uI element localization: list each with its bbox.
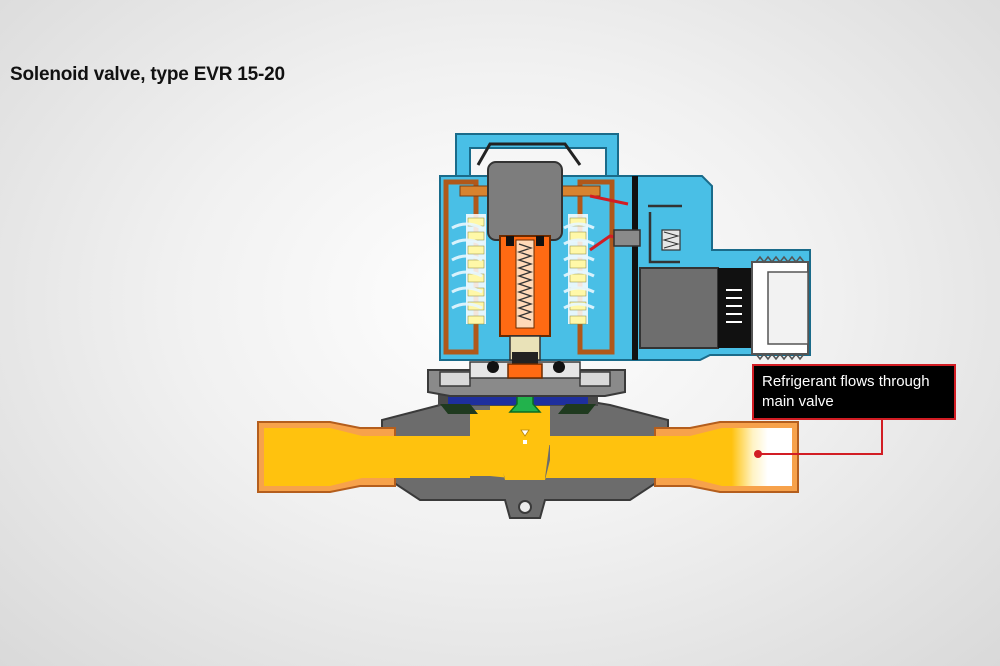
refrigerant-flow-outlet	[490, 428, 792, 486]
refrigerant-flow	[264, 410, 490, 486]
diagram-title: Solenoid valve, type EVR 15-20	[10, 64, 285, 85]
callout-box: Refrigerant flows through main valve	[752, 364, 956, 420]
callout-line-2: main valve	[762, 393, 834, 410]
armature	[487, 161, 563, 379]
coil-winding-right	[563, 214, 595, 325]
plunger-spring	[516, 243, 534, 321]
cable-gland	[751, 255, 809, 361]
callout-leader	[754, 420, 883, 458]
callout-line-1: Refrigerant flows through	[762, 373, 930, 390]
terminal-block	[589, 176, 752, 360]
coil-winding-left	[451, 214, 486, 325]
